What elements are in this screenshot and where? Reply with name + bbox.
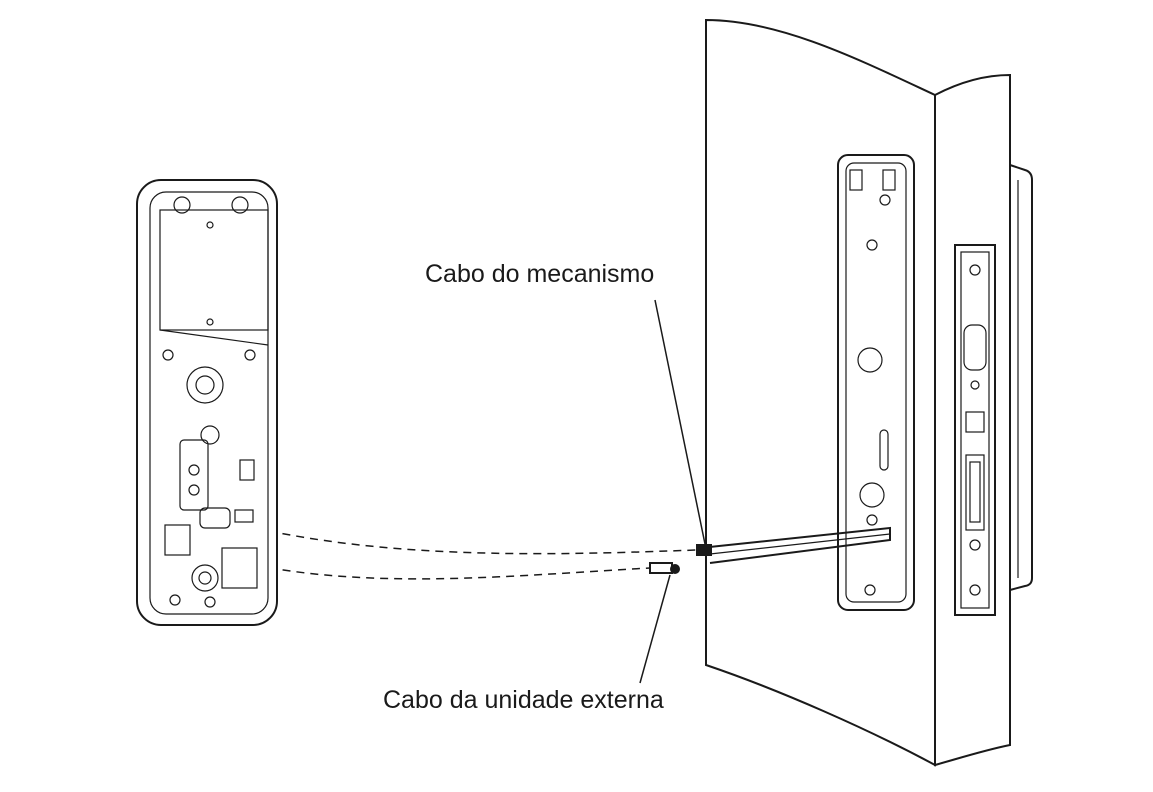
external-unit <box>136 179 278 626</box>
mechanism-cable <box>649 526 891 574</box>
leader-line <box>654 299 706 545</box>
mechanism-plate <box>837 154 915 611</box>
mechanism-cable-label: Cabo do mecanismo <box>425 260 655 289</box>
external-unit-cable-label: Cabo da unidade externa <box>383 686 664 715</box>
leader-line <box>639 574 671 684</box>
dashed-connection-line <box>254 527 697 555</box>
dashed-connection-line <box>254 564 651 580</box>
door-faceplate <box>954 244 996 616</box>
